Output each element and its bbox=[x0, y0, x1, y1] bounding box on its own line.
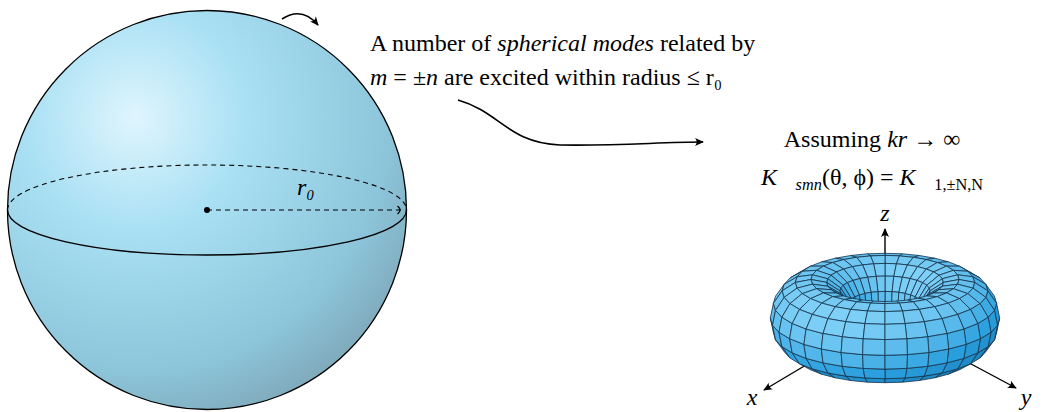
callout-arrow bbox=[458, 100, 703, 145]
radius-label: r₀ bbox=[297, 173, 315, 201]
radius-line bbox=[207, 209, 406, 210]
torus-facet bbox=[841, 353, 863, 369]
sphere bbox=[8, 11, 407, 410]
torus-facet bbox=[907, 353, 929, 369]
annotation-text: kr bbox=[887, 126, 907, 152]
torus-facet bbox=[863, 339, 885, 355]
annotation-text: related by bbox=[660, 30, 755, 56]
torus-facet bbox=[885, 324, 907, 340]
torus-facet bbox=[863, 368, 885, 378]
axis-label: x bbox=[747, 384, 758, 410]
torus-facet bbox=[928, 334, 949, 353]
subscript: smn bbox=[796, 175, 822, 194]
annotation-text: → ∞ bbox=[913, 126, 960, 152]
axis-label: y bbox=[1021, 384, 1032, 410]
axis-label: z bbox=[880, 200, 889, 226]
x-axis bbox=[764, 318, 885, 390]
annotation-text: n bbox=[426, 64, 438, 90]
text-line: m= ±nare excited within radius ≤ r₀ bbox=[370, 62, 722, 92]
torus-facet bbox=[868, 303, 886, 312]
sphere-outline bbox=[6, 9, 408, 411]
text-line: A number ofspherical modesrelated by bbox=[370, 28, 755, 58]
equator-front bbox=[8, 210, 407, 255]
text-line: Assumingkr→ ∞ bbox=[784, 124, 960, 154]
center-dot bbox=[204, 207, 210, 213]
annotation-text: Assuming bbox=[784, 126, 881, 152]
annotation-text: m bbox=[370, 64, 387, 90]
annotation-text: A number of bbox=[370, 30, 491, 56]
torus-facet bbox=[905, 322, 928, 339]
text-line: y bbox=[1021, 382, 1032, 412]
torus-facet bbox=[885, 303, 903, 312]
annotation-text: (θ, ϕ) = bbox=[822, 164, 894, 190]
torus-facet bbox=[885, 311, 905, 324]
torus-facet bbox=[863, 324, 885, 340]
torus-pattern bbox=[770, 253, 999, 382]
torus-facet bbox=[865, 311, 885, 324]
annotation-text: K⃗ bbox=[900, 164, 935, 190]
torus-facet bbox=[821, 334, 842, 353]
axes bbox=[764, 229, 1016, 390]
torus-facet bbox=[907, 337, 929, 355]
text-line: z bbox=[880, 198, 889, 228]
annotation-text: = ± bbox=[393, 64, 426, 90]
torus-facet bbox=[903, 309, 925, 323]
torus-facet bbox=[863, 355, 885, 370]
sphere-region: r₀ bbox=[6, 9, 408, 411]
equator-back bbox=[8, 165, 407, 210]
annotation-text: spherical modes bbox=[497, 30, 654, 56]
torus-facet bbox=[841, 337, 863, 355]
subscript: 1,±N,N bbox=[934, 175, 983, 194]
torus-facet bbox=[885, 355, 907, 370]
torus-facet bbox=[842, 322, 865, 339]
torus-facet bbox=[885, 339, 907, 355]
annotation-text: are excited within radius ≤ r₀ bbox=[444, 64, 722, 90]
callout-arrow bbox=[282, 14, 318, 25]
torus-facet bbox=[885, 368, 907, 378]
annotation-text: K⃗ bbox=[761, 164, 796, 190]
text-line: x bbox=[747, 382, 758, 412]
torus-facet bbox=[846, 309, 868, 323]
text-line: K⃗smn(θ, ϕ) =K⃗1,±N,N bbox=[761, 162, 983, 200]
